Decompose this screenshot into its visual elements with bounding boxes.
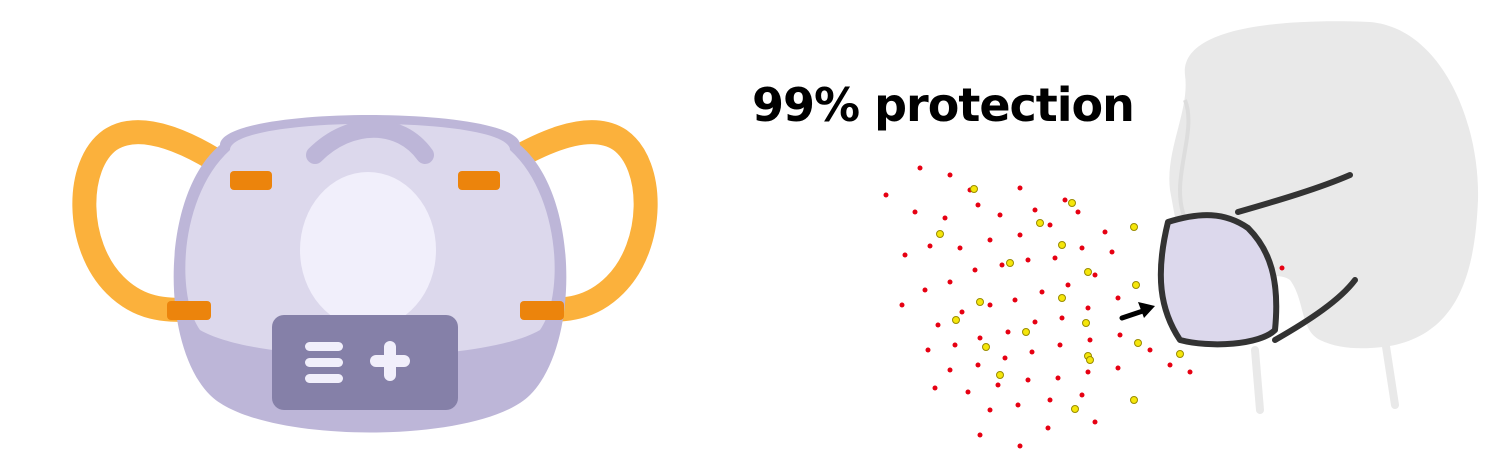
medical-cross-icon [305, 341, 410, 383]
headline: 99% protection [752, 78, 1135, 132]
particles [883, 165, 1285, 449]
respirator-mask-icon [72, 115, 658, 433]
protection-scene [883, 21, 1479, 449]
arrow-right-icon [1119, 302, 1155, 321]
face-mask-icon [1157, 172, 1358, 348]
